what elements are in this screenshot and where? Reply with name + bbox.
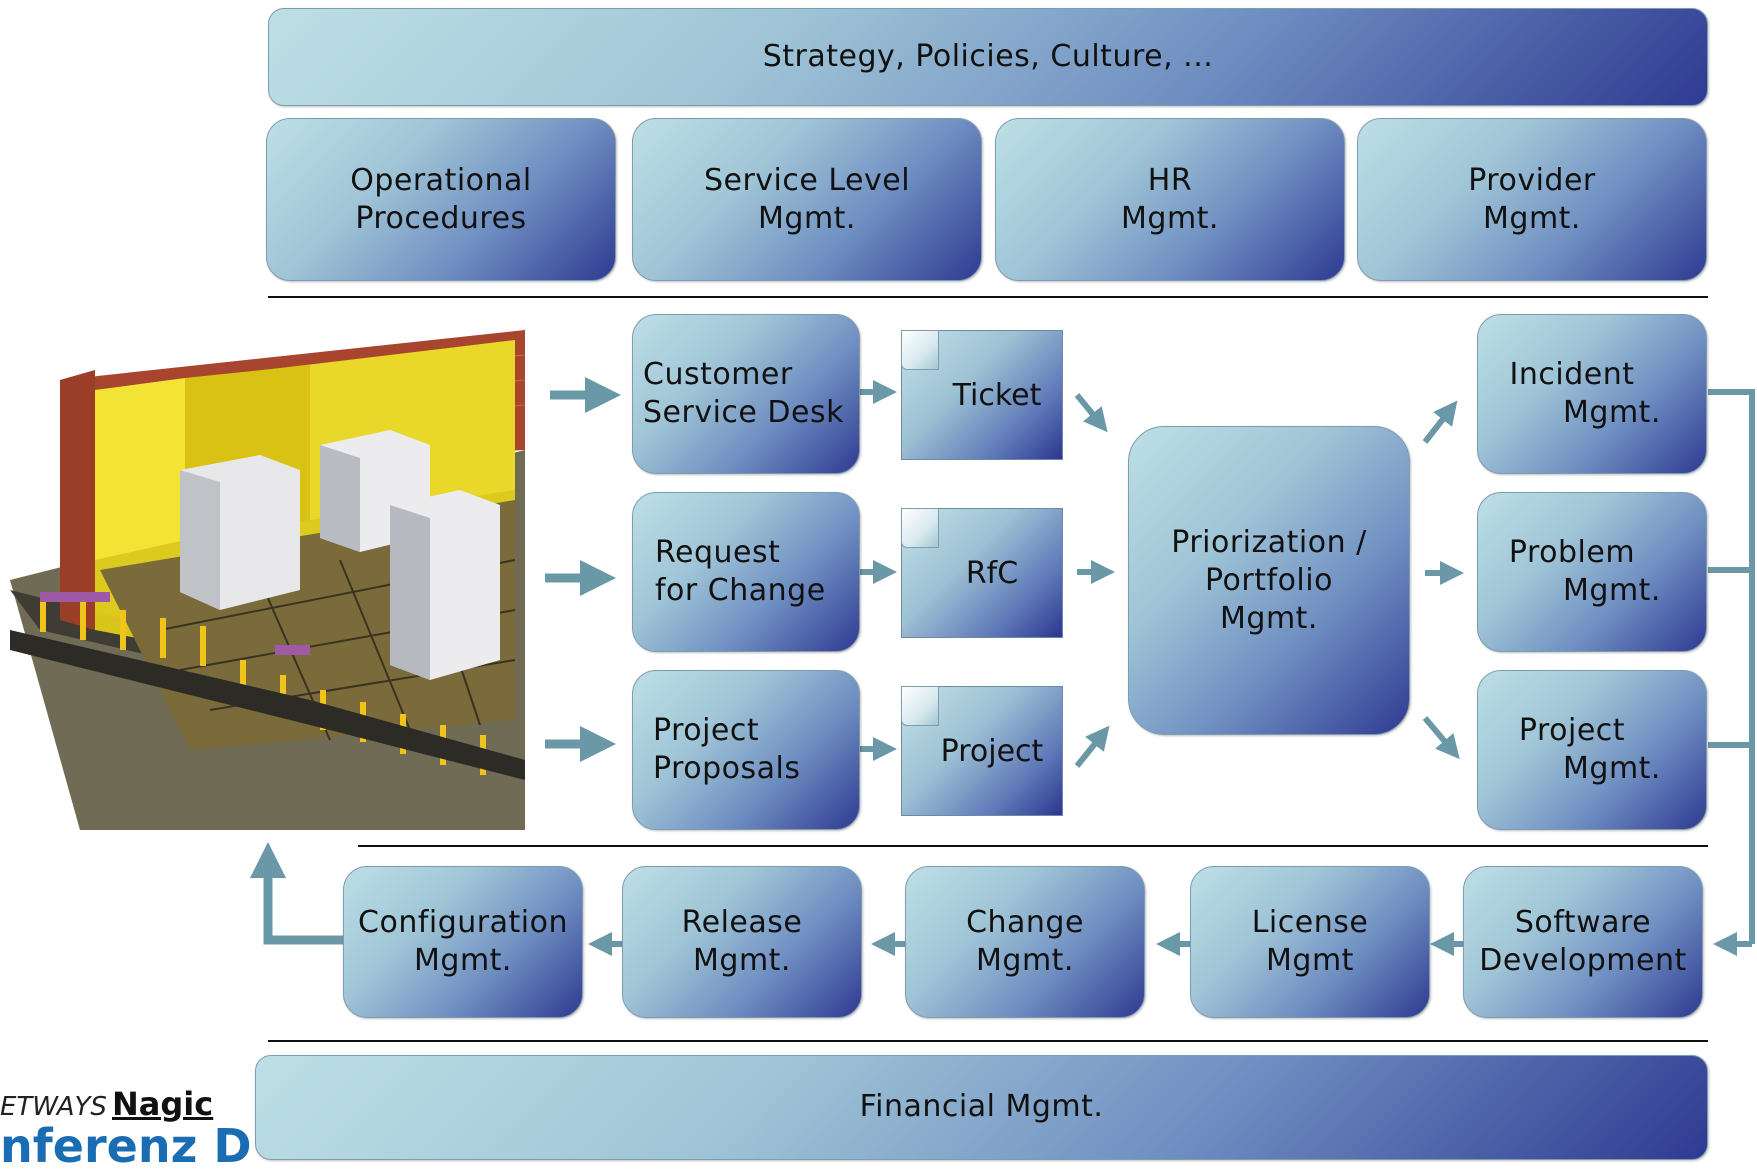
box-line-1: HR bbox=[1147, 162, 1193, 198]
incident-mgmt-box: Incident Mgmt. bbox=[1477, 314, 1707, 474]
doc-label: Project bbox=[940, 733, 1044, 769]
software-development-box: Software Development bbox=[1463, 866, 1703, 1018]
provider-mgmt-box: Provider Mgmt. bbox=[1357, 118, 1707, 281]
box-line-1: License bbox=[1251, 905, 1369, 940]
strategy-label: Strategy, Policies, Culture, ... bbox=[762, 39, 1214, 74]
box-line-2: Mgmt. bbox=[1563, 573, 1661, 608]
change-mgmt-box: Change Mgmt. bbox=[905, 866, 1145, 1018]
box-line-2: Service Desk bbox=[643, 395, 844, 430]
financial-mgmt-bar: Financial Mgmt. bbox=[255, 1055, 1708, 1160]
box-line-1: Configuration bbox=[358, 905, 568, 940]
project-mgmt-box: Project Mgmt. bbox=[1477, 670, 1707, 830]
rfc-document: RfC bbox=[901, 508, 1063, 638]
box-line-2: Procedures bbox=[355, 200, 527, 236]
license-mgmt-box: License Mgmt bbox=[1190, 866, 1430, 1018]
box-line-1: Change bbox=[966, 905, 1084, 940]
customer-service-desk-box: Customer Service Desk bbox=[632, 314, 860, 474]
logo-line-1: ETWAYS Nagic bbox=[0, 1085, 213, 1123]
box-line-2: Proposals bbox=[653, 751, 801, 786]
request-for-change-box: Request for Change bbox=[632, 492, 860, 652]
box-line-2: Development bbox=[1479, 943, 1687, 978]
datacenter-illustration bbox=[10, 330, 526, 830]
ticket-fold-corner bbox=[901, 330, 939, 370]
box-line-2: Mgmt. bbox=[1563, 751, 1661, 786]
box-line-2: for Change bbox=[655, 573, 826, 608]
box-line-1: Software bbox=[1514, 905, 1652, 940]
box-line-1: Project bbox=[653, 713, 760, 748]
hr-mgmt-box: HR Mgmt. bbox=[995, 118, 1345, 281]
divider-bottom bbox=[268, 1040, 1708, 1042]
doc-label: RfC bbox=[965, 555, 1019, 591]
release-mgmt-box: Release Mgmt. bbox=[622, 866, 862, 1018]
box-line-2: Portfolio bbox=[1205, 562, 1333, 598]
divider-top bbox=[268, 296, 1708, 298]
priorization-portfolio-mgmt-box: Priorization / Portfolio Mgmt. bbox=[1128, 426, 1410, 735]
operational-procedures-box: Operational Procedures bbox=[266, 118, 616, 281]
box-line-1: Problem bbox=[1508, 535, 1636, 570]
box-line-1: Provider bbox=[1468, 162, 1596, 198]
box-line-2: Mgmt. bbox=[758, 200, 856, 236]
box-line-1: Service Level bbox=[703, 162, 911, 198]
box-line-1: Customer bbox=[643, 357, 793, 392]
box-line-3: Mgmt. bbox=[1220, 600, 1318, 636]
rfc-fold-corner bbox=[901, 508, 939, 548]
box-line-2: Mgmt. bbox=[976, 943, 1074, 978]
box-line-1: Project bbox=[1518, 713, 1626, 748]
box-line-2: Mgmt. bbox=[1563, 395, 1661, 430]
logo-nagios-text: Nagic bbox=[112, 1085, 214, 1123]
box-line-1: Request bbox=[655, 535, 781, 570]
box-line-1: Operational bbox=[350, 162, 532, 198]
logo-netways-text: ETWAYS bbox=[0, 1092, 107, 1122]
project-proposals-box: Project Proposals bbox=[632, 670, 860, 830]
configuration-mgmt-box: Configuration Mgmt. bbox=[343, 866, 583, 1018]
service-level-mgmt-box: Service Level Mgmt. bbox=[632, 118, 982, 281]
box-line-2: Mgmt. bbox=[1483, 200, 1581, 236]
box-line-2: Mgmt bbox=[1266, 943, 1354, 978]
box-line-2: Mgmt. bbox=[414, 943, 512, 978]
financial-label: Financial Mgmt. bbox=[859, 1089, 1104, 1124]
box-line-1: Priorization / bbox=[1171, 524, 1367, 560]
project-fold-corner bbox=[901, 686, 939, 726]
divider-middle bbox=[358, 845, 1708, 847]
box-line-2: Mgmt. bbox=[1121, 200, 1219, 236]
strategy-bar: Strategy, Policies, Culture, ... bbox=[268, 8, 1708, 106]
problem-mgmt-box: Problem Mgmt. bbox=[1477, 492, 1707, 652]
logo-konferenz-text: nferenz D bbox=[0, 1119, 252, 1173]
doc-label: Ticket bbox=[952, 377, 1042, 413]
box-line-1: Release bbox=[681, 905, 803, 940]
box-line-1: Incident bbox=[1509, 357, 1635, 392]
box-line-2: Mgmt. bbox=[693, 943, 791, 978]
